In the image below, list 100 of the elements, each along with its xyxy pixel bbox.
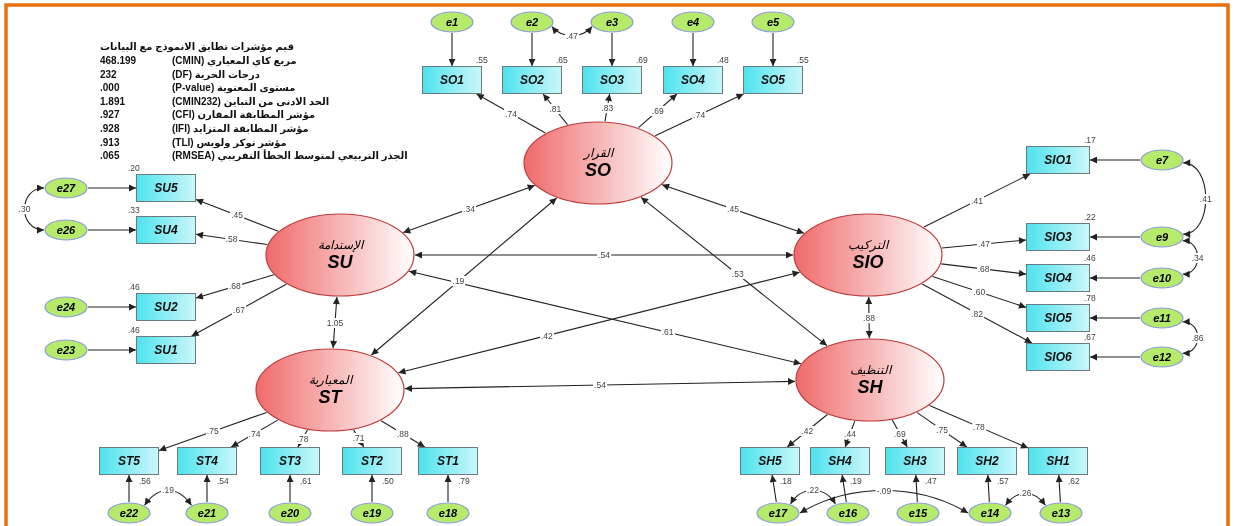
edge-label: .61 — [660, 327, 675, 338]
edge-label: .19 — [451, 276, 466, 287]
arrow — [941, 237, 1027, 249]
edge-label: .44 — [843, 429, 857, 440]
error-ellipse — [185, 502, 229, 524]
variable-name: التركيب — [848, 237, 888, 252]
edge-label: .78 — [295, 433, 310, 444]
edge-label: .88 — [862, 312, 876, 323]
fit-index-label: الجذر التربيعي لمتوسط الخطأ التقريبي (RMSEA) — [172, 150, 408, 163]
arrow — [125, 474, 133, 503]
error-label: e21 — [197, 507, 217, 519]
error-ellipse — [671, 11, 715, 33]
error-label: e17 — [768, 507, 788, 519]
value-label: .57 — [997, 476, 1009, 486]
error-ellipse — [1140, 307, 1184, 329]
indicator-box: SU2 — [136, 293, 196, 321]
value-label: .50 — [382, 476, 394, 486]
error-ellipse — [751, 11, 795, 33]
edge-label: .58 — [224, 234, 239, 245]
error-ellipse — [44, 339, 88, 361]
edge-label: .53 — [730, 269, 745, 280]
indicator-box: SIO1 — [1026, 146, 1090, 174]
arrow — [1089, 156, 1141, 164]
arrow — [928, 405, 1029, 449]
arrow — [921, 283, 1033, 344]
indicator-box: SO3 — [582, 66, 642, 94]
error-label: e18 — [438, 507, 458, 519]
edge-label: .60 — [972, 286, 987, 297]
fit-value: 232 — [100, 68, 117, 81]
edge-label: .78 — [971, 421, 986, 432]
error-ellipse — [1140, 226, 1184, 248]
edge-label: .30 — [17, 204, 32, 214]
edge-label: 1.05 — [325, 317, 345, 328]
arrow — [528, 32, 536, 67]
value-label: .69 — [636, 55, 648, 65]
error-ellipse — [350, 502, 394, 524]
error-label: e16 — [838, 507, 858, 519]
indicator-box: ST4 — [177, 447, 237, 475]
value-label: .65 — [556, 55, 568, 65]
indicator-box: SU5 — [136, 174, 196, 202]
value-label: .79 — [458, 476, 470, 486]
covariance-arrow — [799, 489, 969, 514]
edge-label: .34 — [1190, 252, 1205, 263]
variable-name: الإستدامة — [317, 237, 363, 252]
error-label: e10 — [1152, 272, 1172, 284]
arrow — [87, 346, 137, 354]
indicator-box: ST3 — [260, 447, 320, 475]
error-label: e15 — [908, 507, 928, 519]
indicator-box: SO4 — [663, 66, 723, 94]
edge-label: .54 — [593, 380, 607, 390]
edge-label: .86 — [1190, 332, 1205, 343]
edge-label: .45 — [726, 204, 740, 214]
edge-label: .34 — [462, 204, 476, 214]
value-label: .19 — [850, 476, 862, 486]
table-heading: قيم مؤشرات تطابق الانموذج مع البيانات — [100, 41, 294, 53]
value-label: .56 — [139, 476, 151, 486]
error-label: e27 — [56, 182, 76, 194]
value-label: .18 — [780, 476, 792, 486]
latent-variable-ellipse — [265, 213, 415, 297]
edge-label: .47 — [565, 30, 579, 41]
error-ellipse — [1140, 267, 1184, 289]
edge-label: .75 — [205, 426, 220, 437]
indicator-box: SH5 — [740, 447, 800, 475]
edge-label: .81 — [548, 104, 563, 115]
indicator-box: SO1 — [422, 66, 482, 94]
fit-index-label: مربع كاي المعياري (CMIN) — [172, 55, 297, 67]
fit-index-label: مستوى المعنوية (P-value) — [172, 82, 296, 95]
edge-label: .42 — [800, 425, 815, 436]
error-ellipse — [896, 502, 940, 524]
value-label: .33 — [128, 205, 140, 215]
fit-value: 468.199 — [100, 55, 137, 67]
edge-label: .22 — [806, 485, 820, 496]
fit-value: .913 — [100, 136, 120, 149]
value-label: .46 — [1084, 253, 1096, 263]
fit-value: .065 — [100, 150, 120, 163]
variable-code: SO — [585, 159, 611, 181]
edge-label: .74 — [692, 109, 707, 120]
error-label: e2 — [525, 16, 539, 28]
error-label: e7 — [1155, 154, 1169, 166]
error-label: e24 — [56, 301, 76, 313]
error-label: e23 — [56, 344, 76, 356]
error-ellipse — [426, 502, 470, 524]
error-ellipse — [107, 502, 151, 524]
value-label: .17 — [1084, 135, 1096, 145]
arrow — [1089, 233, 1141, 241]
error-label: e19 — [362, 507, 382, 519]
arrow — [1055, 474, 1063, 503]
indicator-box: SIO6 — [1026, 343, 1090, 371]
variable-code: ST — [318, 386, 342, 408]
value-label: .67 — [1084, 332, 1096, 342]
covariance-arrow — [330, 296, 340, 349]
indicator-box: SU1 — [136, 336, 196, 364]
edge-label: .19 — [161, 485, 175, 496]
value-label: .78 — [1084, 293, 1096, 303]
variable-code: SH — [857, 376, 883, 398]
indicator-box: SO5 — [743, 66, 803, 94]
indicator-box: SU4 — [136, 216, 196, 244]
value-label: .62 — [1068, 476, 1080, 486]
error-label: e5 — [766, 16, 780, 28]
edge-label: .74 — [504, 108, 518, 119]
